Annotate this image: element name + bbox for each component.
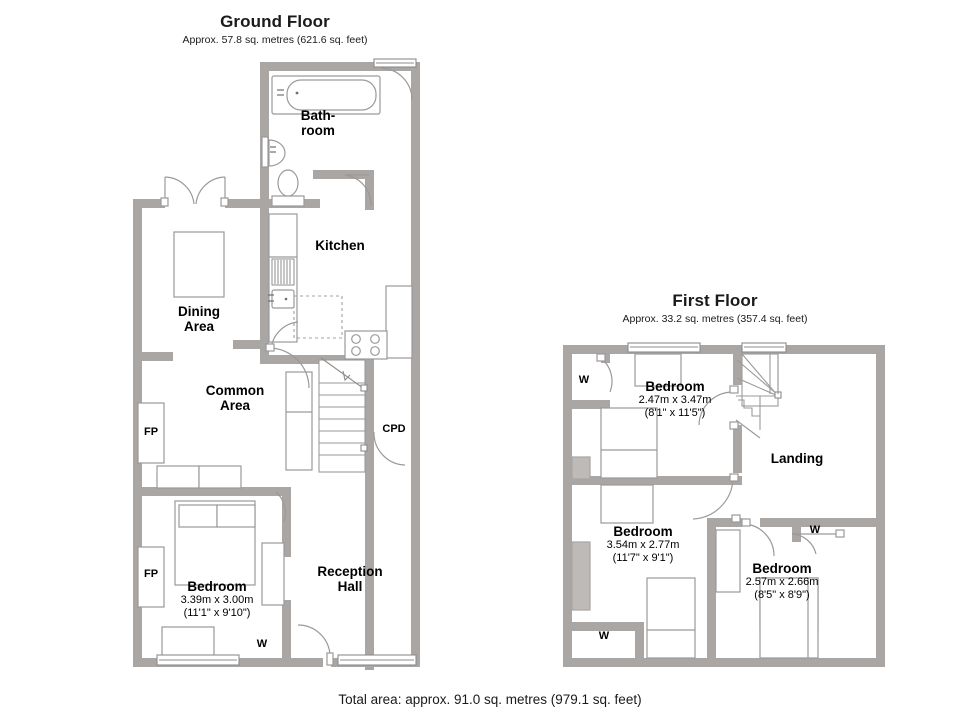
- toilet-bowl: [277, 169, 299, 197]
- total-area-text: Total area: approx. 91.0 sq. metres (979…: [338, 692, 642, 707]
- door-top-right: [380, 67, 413, 101]
- tag-fp-lower: FP: [143, 568, 159, 580]
- fireplace-upper: [137, 402, 165, 464]
- door-ff-bedroom-3: [741, 518, 775, 557]
- fireplace-lower: [137, 546, 165, 608]
- common-seat-1: [156, 465, 200, 489]
- door-french-dining: [160, 176, 229, 207]
- tag-w-ff-2: W: [598, 630, 610, 642]
- first-floor-subtitle: Approx. 33.2 sq. metres (357.4 sq. feet): [622, 313, 808, 325]
- tag-w-ff-1: W: [578, 374, 590, 386]
- door-ff-closet-1: [596, 353, 613, 393]
- common-unit: [285, 371, 313, 471]
- door-entrance: [297, 624, 334, 666]
- bed-ff-2: [646, 577, 696, 659]
- wardrobe-gf: [261, 542, 285, 606]
- staircase-ground: [318, 357, 368, 473]
- bed-ff-1: [600, 407, 658, 479]
- radiator-ff-2: [571, 541, 591, 611]
- kitchen-island: [293, 295, 343, 339]
- common-area-furniture: [137, 371, 313, 489]
- door-bathroom: [344, 174, 372, 207]
- first-floor-title: First Floor: [672, 291, 758, 310]
- door-ff-closet-3: [791, 529, 845, 555]
- bed-ff-1-head: [634, 353, 682, 387]
- hob: [344, 330, 388, 360]
- bed-gf-pillow-1: [178, 504, 218, 528]
- door-hall-upper: [373, 431, 406, 466]
- door-ff-bedroom-1: [698, 385, 739, 430]
- bedroom-gf-furniture: [137, 500, 285, 660]
- wardrobe-ff-3: [715, 529, 741, 593]
- staircase-first: [735, 353, 782, 439]
- bedside-ff-1: [571, 456, 591, 480]
- basin: [261, 136, 269, 168]
- tag-w-ground: W: [256, 638, 268, 650]
- ground-floor-subtitle: Approx. 57.8 sq. metres (621.6 sq. feet): [182, 34, 368, 46]
- dining-table: [173, 231, 225, 298]
- dining-furniture: [173, 231, 225, 298]
- common-seat-2: [198, 465, 242, 489]
- kitchen-counter-right: [385, 285, 413, 359]
- ground-floor-title: Ground Floor: [220, 12, 330, 31]
- kitchen-fixtures: [268, 213, 413, 360]
- first-floor-doors: [596, 353, 845, 557]
- tag-cpd: CPD: [382, 423, 406, 435]
- tag-w-ff-3: W: [809, 524, 821, 536]
- toilet-cistern: [271, 195, 305, 207]
- tag-fp-upper: FP: [143, 426, 159, 438]
- door-bedroom-gf: [275, 491, 287, 523]
- door-ff-bedroom-2: [692, 473, 741, 523]
- bed-ff-3-b: [759, 577, 819, 659]
- bed-gf-pillow-2: [216, 504, 256, 528]
- kitchen-sink: [271, 289, 295, 309]
- ground-floor-fixtures: [261, 75, 381, 207]
- radiator: [271, 258, 295, 286]
- first-floor-walls: [563, 345, 885, 667]
- ground-floor-windows: [156, 58, 417, 666]
- bed-ff-1-foot: [600, 484, 654, 524]
- first-floor-fixtures: [571, 353, 819, 659]
- door-kitchen-swing: [265, 343, 310, 389]
- bedroom-unit-bottom: [161, 626, 215, 660]
- ground-floor-doors: [160, 67, 413, 666]
- first-floor-windows: [627, 342, 787, 353]
